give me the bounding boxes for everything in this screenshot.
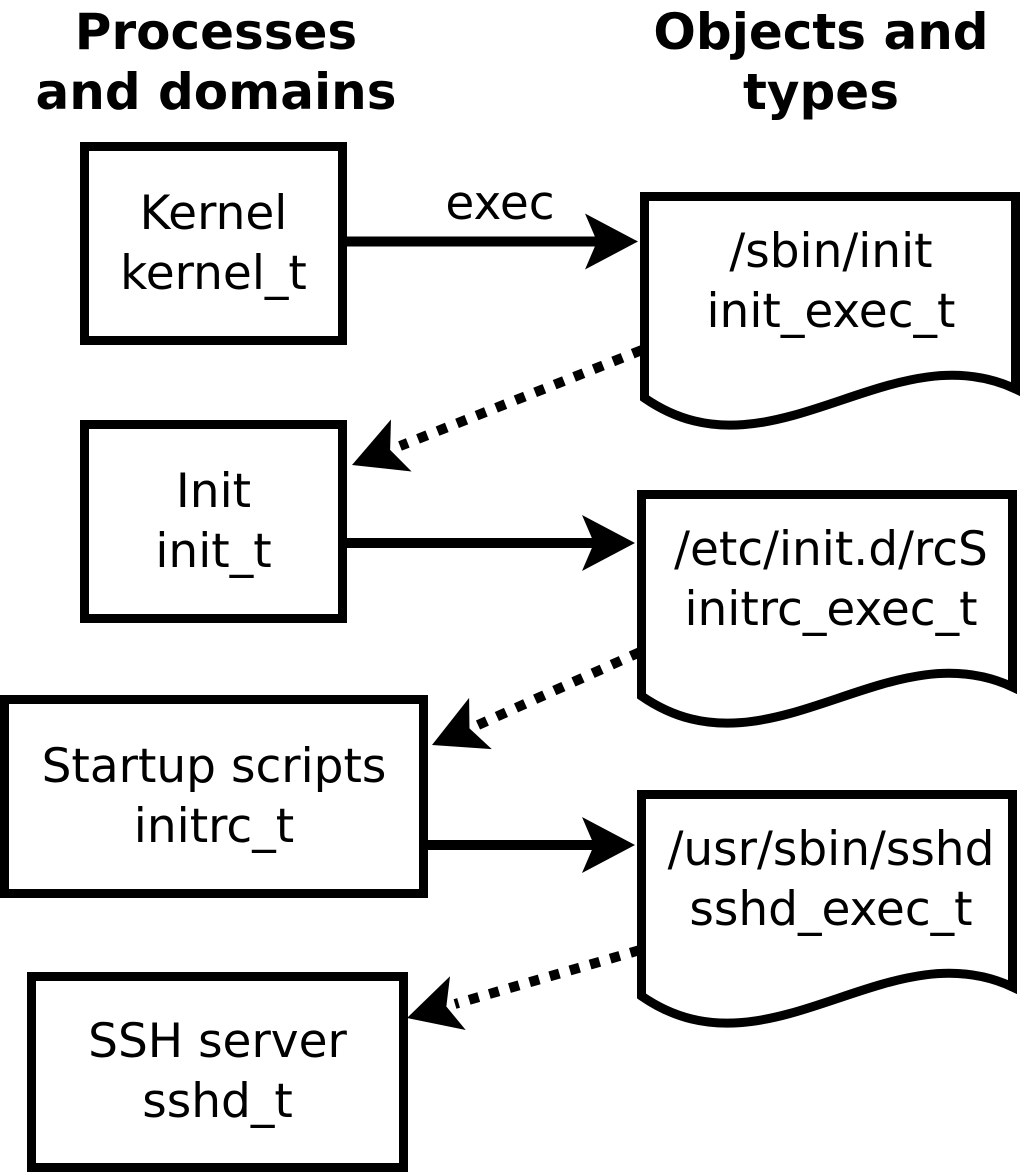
process-box-ssh-server: SSH server sshd_t <box>27 972 408 1172</box>
transition-arrow-sshd-to-sshserver <box>399 945 642 1045</box>
object-doc-etc-initd-rcs: /etc/init.d/rcS initrc_exec_t <box>640 520 1022 640</box>
column-header-objects: Objects and types <box>618 2 1024 122</box>
exec-arrow-kernel-to-sbin-init <box>342 213 638 270</box>
object-type: init_exec_t <box>706 284 956 339</box>
exec-arrow-startup-to-sshd <box>424 817 635 873</box>
process-domain: sshd_t <box>142 1074 293 1129</box>
process-box-startup-scripts: Startup scripts initrc_t <box>0 695 428 898</box>
column-header-objects-line2: types <box>743 63 899 121</box>
object-path: /etc/init.d/rcS <box>674 522 988 577</box>
process-domain: kernel_t <box>120 245 307 301</box>
process-label: Init <box>175 463 252 519</box>
process-label: Startup scripts <box>41 738 387 794</box>
object-path: /usr/sbin/sshd <box>667 822 995 877</box>
process-box-kernel: Kernel kernel_t <box>80 142 347 345</box>
column-header-processes-line2: and domains <box>35 63 397 121</box>
object-doc-usr-sbin-sshd: /usr/sbin/sshd sshd_exec_t <box>640 820 1022 940</box>
document-shape-etc-initd-rcs <box>637 490 1017 728</box>
object-type: sshd_exec_t <box>689 882 973 937</box>
process-box-init: Init init_t <box>80 420 347 623</box>
exec-arrow-label: exec <box>445 176 555 231</box>
column-header-objects-line1: Objects and <box>653 3 989 61</box>
document-shape-usr-sbin-sshd <box>637 790 1017 1028</box>
object-doc-sbin-init: /sbin/init init_exec_t <box>640 222 1022 342</box>
process-domain: initrc_t <box>133 798 295 854</box>
transition-arrow-rcs-to-startup <box>420 647 643 771</box>
process-label: Kernel <box>139 185 288 241</box>
process-domain: init_t <box>155 523 272 579</box>
document-shape-sbin-init <box>640 192 1020 430</box>
object-path: /sbin/init <box>729 224 933 279</box>
column-header-processes-line1: Processes <box>74 3 358 61</box>
exec-arrow-init-to-rcs <box>342 515 635 571</box>
column-header-processes: Processes and domains <box>0 2 432 122</box>
transition-arrow-sbin-init-to-init <box>341 345 644 492</box>
object-type: initrc_exec_t <box>684 582 978 637</box>
process-label: SSH server <box>88 1014 347 1069</box>
